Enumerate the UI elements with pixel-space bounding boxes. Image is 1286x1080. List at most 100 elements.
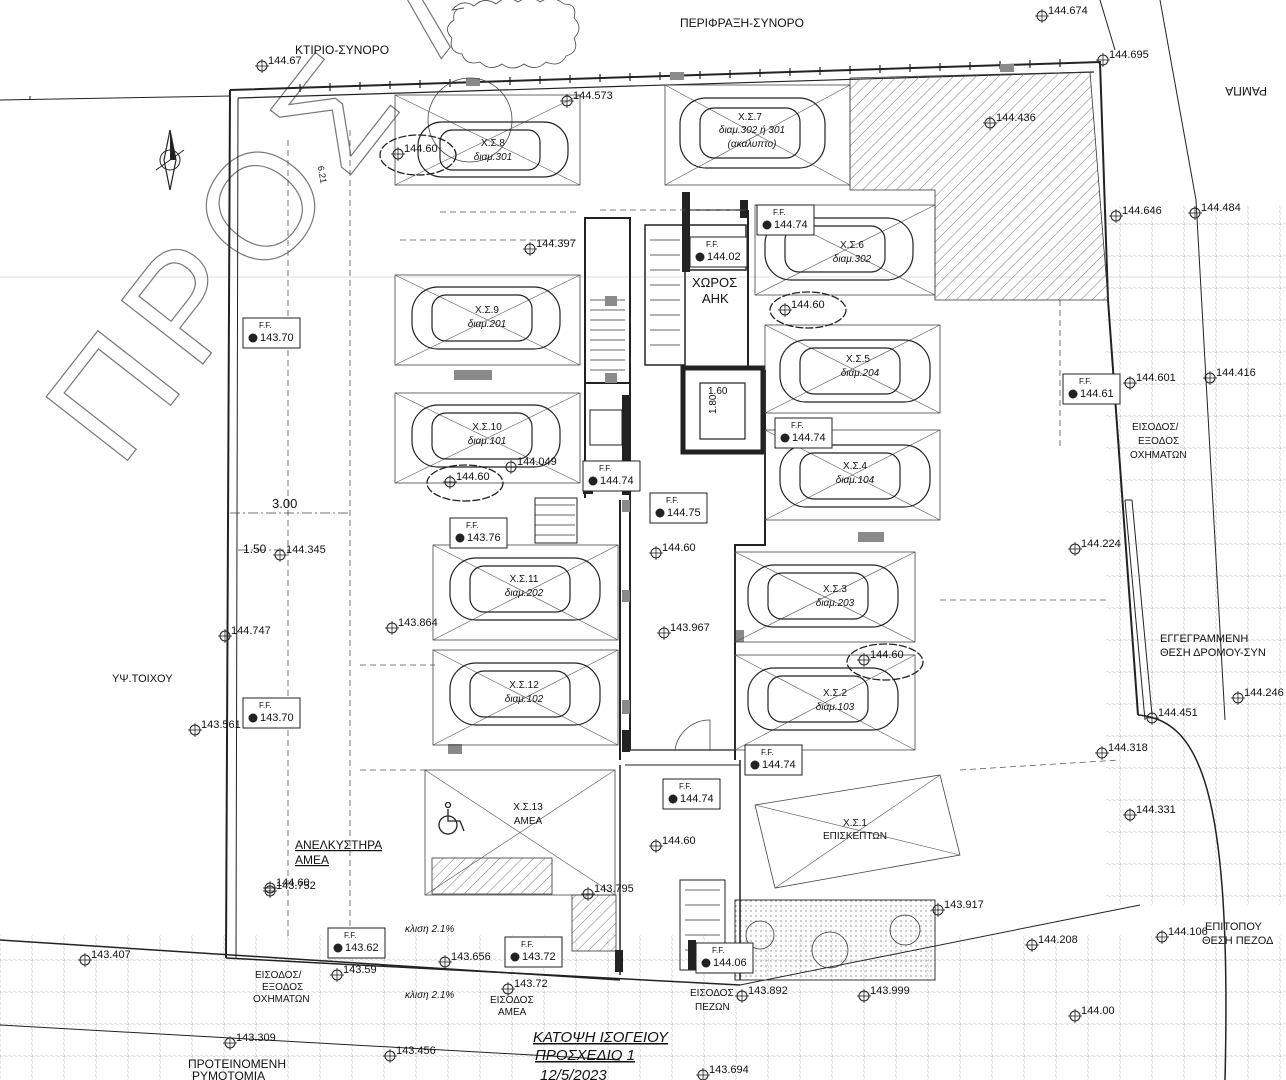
label-vehicle-entry-bottom-2: ΕΞΟΔΟΣ bbox=[262, 982, 303, 993]
level-value: 144.345 bbox=[286, 544, 326, 556]
level-marker: 144.60 bbox=[391, 143, 438, 161]
ff-value: 144.61 bbox=[1080, 388, 1114, 400]
ff-tag: F.F. bbox=[344, 931, 356, 940]
lift-shaft bbox=[680, 365, 766, 455]
label-vehicle-entry-right-2: ΕΞΟΔΟΣ bbox=[1138, 436, 1179, 447]
label-entry-ped-1: ΕΙΣΟΔΟΣ bbox=[690, 988, 734, 999]
parking-9-apt: διαμ.201 bbox=[468, 319, 506, 330]
car-outlines bbox=[411, 97, 931, 731]
level-value: 143.656 bbox=[451, 951, 491, 963]
label-slope-2: κλιση 2.1% bbox=[405, 990, 454, 1001]
level-value: 144.224 bbox=[1081, 538, 1121, 550]
level-marker: 144.331 bbox=[1123, 804, 1176, 822]
parking-13-apt: ΑΜΕΑ bbox=[514, 816, 543, 827]
level-marker-icon bbox=[701, 958, 711, 968]
label-space-hk-2: ΑΗΚ bbox=[702, 291, 729, 306]
ff-marker: F.F.144.06 bbox=[695, 942, 754, 974]
level-marker: 143.967 bbox=[657, 622, 710, 640]
title-line2: ΠΡΟΣΧΕΔΙΟ 1 bbox=[535, 1047, 635, 1064]
label-wall-height: ΥΨ.ΤΟΙΧΟΥ bbox=[112, 673, 173, 685]
ff-value: 144.06 bbox=[713, 957, 747, 969]
lift-dim-w: 1.60 bbox=[708, 386, 728, 397]
level-marker: 143.892 bbox=[735, 985, 788, 1003]
level-marker-icon bbox=[655, 508, 665, 518]
ff-marker: F.F.144.75 bbox=[649, 492, 708, 524]
level-value: 143.795 bbox=[594, 883, 634, 895]
ff-box bbox=[662, 778, 721, 810]
parking-8-name: Χ.Σ.8 bbox=[481, 138, 505, 149]
level-marker: 143.917 bbox=[931, 899, 984, 917]
ff-value: 143.70 bbox=[260, 712, 294, 724]
ff-tag: F.F. bbox=[666, 496, 678, 505]
level-marker: 143.752 bbox=[263, 880, 316, 898]
parking-bays bbox=[394, 84, 961, 896]
text-labels: ΚΤΙΡΙΟ-ΣΥΝΟΡΟ ΠΕΡΙΦΡΑΞΗ-ΣΥΝΟΡΟ ΡΑΜΠΑ ΧΩΡ… bbox=[112, 16, 1274, 1080]
level-value: 144.049 bbox=[517, 456, 557, 468]
parking-7-apt: διαμ.302 ή 301 bbox=[719, 124, 785, 136]
parking-6-apt: διαμ.302 bbox=[833, 254, 872, 265]
label-building-boundary: ΚΤΙΡΙΟ-ΣΥΝΟΡΟ bbox=[295, 43, 389, 57]
label-vehicle-entry-bottom-1: ΕΙΣΟΔΟΣ/ bbox=[255, 970, 302, 981]
level-marker: 144.208 bbox=[1025, 934, 1078, 952]
label-vehicle-entry-bottom-3: ΟΧΗΜΑΤΩΝ bbox=[253, 994, 310, 1005]
ff-tag: F.F. bbox=[679, 782, 691, 791]
ff-value: 143.72 bbox=[522, 951, 556, 963]
ff-value: 143.62 bbox=[345, 942, 379, 954]
level-marker: 144.246 bbox=[1231, 687, 1284, 705]
ff-marker: F.F.143.70 bbox=[242, 317, 301, 349]
level-value: 144.60 bbox=[456, 471, 490, 483]
level-marker-icon bbox=[695, 252, 705, 262]
ff-box bbox=[649, 492, 708, 524]
level-value: 144.60 bbox=[791, 299, 825, 311]
level-marker: 144.674 bbox=[1035, 5, 1088, 23]
level-marker: 143.59 bbox=[330, 964, 377, 982]
label-pavement-2: ΘΕΣΗ ΠΕΖΟΔ bbox=[1202, 935, 1274, 947]
level-value: 143.999 bbox=[870, 985, 910, 997]
level-marker: 143.72 bbox=[501, 978, 548, 996]
level-marker: 143.864 bbox=[385, 617, 438, 635]
level-markers: 144.674144.695144.67144.573144.436144.64… bbox=[78, 5, 1284, 1080]
parking-12-apt: διαμ.102 bbox=[505, 694, 544, 705]
finished-floor-markers: F.F.143.70F.F.143.70F.F.144.02F.F.144.74… bbox=[242, 204, 1121, 974]
level-marker-icon bbox=[455, 533, 465, 543]
ff-box bbox=[582, 460, 641, 492]
level-marker-icon bbox=[762, 220, 772, 230]
level-marker-icon bbox=[1068, 389, 1078, 399]
construction-lines bbox=[230, 130, 1121, 940]
ff-marker: F.F.143.72 bbox=[504, 936, 563, 968]
level-marker: 144.451 bbox=[1145, 707, 1198, 725]
parking-8-apt: διαμ.301 bbox=[474, 152, 512, 163]
level-marker: 143.999 bbox=[857, 985, 910, 1003]
level-value: 144.60 bbox=[662, 835, 696, 847]
level-value: 143.59 bbox=[343, 964, 377, 976]
ff-box bbox=[744, 744, 803, 776]
ff-marker: F.F.144.02 bbox=[689, 236, 748, 268]
parking-6-name: Χ.Σ.6 bbox=[840, 240, 864, 251]
level-value: 143.694 bbox=[709, 1064, 749, 1076]
level-marker: 143.694 bbox=[696, 1064, 749, 1080]
ff-tag: F.F. bbox=[466, 521, 478, 530]
level-value: 143.561 bbox=[201, 719, 241, 731]
ff-value: 143.76 bbox=[467, 532, 501, 544]
level-value: 144.416 bbox=[1216, 367, 1256, 379]
level-value: 143.752 bbox=[276, 880, 316, 892]
level-marker: 143.795 bbox=[581, 883, 634, 901]
label-ramp: ΡΑΜΠΑ bbox=[1225, 84, 1267, 98]
level-value: 144.67 bbox=[268, 55, 302, 67]
level-marker: 144.00 bbox=[1068, 1005, 1115, 1023]
label-registered-road-2: ΘΕΣΗ ΔΡΟΜΟΥ-ΣΥΝ bbox=[1160, 647, 1266, 659]
level-marker: 144.695 bbox=[1096, 49, 1149, 67]
ff-marker: F.F.144.74 bbox=[756, 204, 815, 236]
parking-11-apt: διαμ.202 bbox=[505, 588, 544, 599]
level-marker-icon bbox=[588, 476, 598, 486]
level-marker: 144.646 bbox=[1109, 205, 1162, 223]
level-value: 144.674 bbox=[1048, 5, 1088, 17]
ff-tag: F.F. bbox=[706, 240, 718, 249]
ff-tag: F.F. bbox=[599, 464, 611, 473]
building-core bbox=[448, 192, 884, 980]
dim-300: 3.00 bbox=[272, 496, 297, 511]
plot-boundary bbox=[0, 0, 1227, 1080]
ff-box bbox=[242, 697, 301, 729]
ff-box bbox=[327, 927, 386, 959]
label-entry-amea-1: ΕΙΣΟΔΟΣ bbox=[490, 995, 534, 1006]
